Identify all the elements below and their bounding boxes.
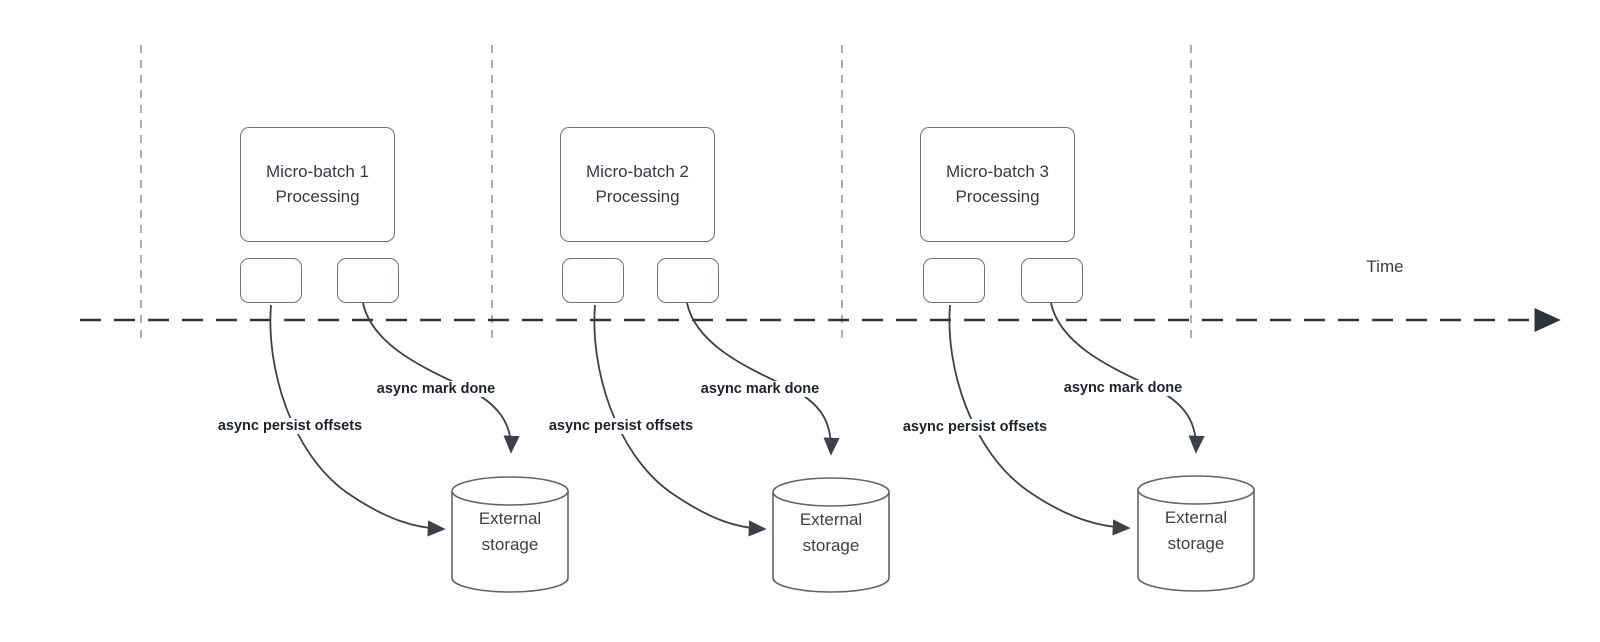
micro-batch-2-box: Micro-batch 2 Processing (560, 127, 715, 242)
persist-offsets-label-3: async persist offsets (899, 419, 1051, 435)
storage-label-3: External storage (1164, 508, 1228, 553)
micro-batch-1-box: Micro-batch 1 Processing (240, 127, 395, 242)
mark-done-label-2: async mark done (697, 381, 823, 397)
offset-rect-1b (337, 258, 399, 303)
micro-batch-1-title: Micro-batch 1 Processing (266, 161, 369, 206)
mark-done-arrow-3 (1050, 302, 1205, 454)
time-axis-label: Time (1366, 257, 1404, 276)
offset-rect-3b (1021, 258, 1083, 303)
micro-batch-3-box: Micro-batch 3 Processing (920, 127, 1075, 242)
persist-offsets-arrow-2 (593, 304, 767, 537)
persist-offsets-arrow-1 (269, 304, 446, 537)
offset-rect-2b (657, 258, 719, 303)
storage-cylinder-1 (451, 476, 569, 593)
offset-rect-1a (240, 258, 302, 303)
mark-done-arrow-1 (362, 302, 520, 454)
micro-batch-3-title: Micro-batch 3 Processing (946, 161, 1049, 206)
storage-cylinder-2 (772, 477, 890, 593)
micro-batch-2-title: Micro-batch 2 Processing (586, 161, 689, 206)
mark-done-label-1: async mark done (373, 381, 499, 397)
offset-rect-2a (562, 258, 624, 303)
persist-offsets-label-2: async persist offsets (545, 418, 697, 434)
persist-offsets-arrow-3 (948, 304, 1131, 536)
offset-rect-3a (923, 258, 985, 303)
mark-done-label-3: async mark done (1060, 380, 1186, 396)
storage-label-2: External storage (799, 510, 863, 555)
mark-done-arrow-2 (686, 302, 840, 456)
persist-offsets-label-1: async persist offsets (214, 418, 366, 434)
storage-label-1: External storage (478, 509, 542, 554)
storage-cylinder-3 (1137, 475, 1255, 592)
